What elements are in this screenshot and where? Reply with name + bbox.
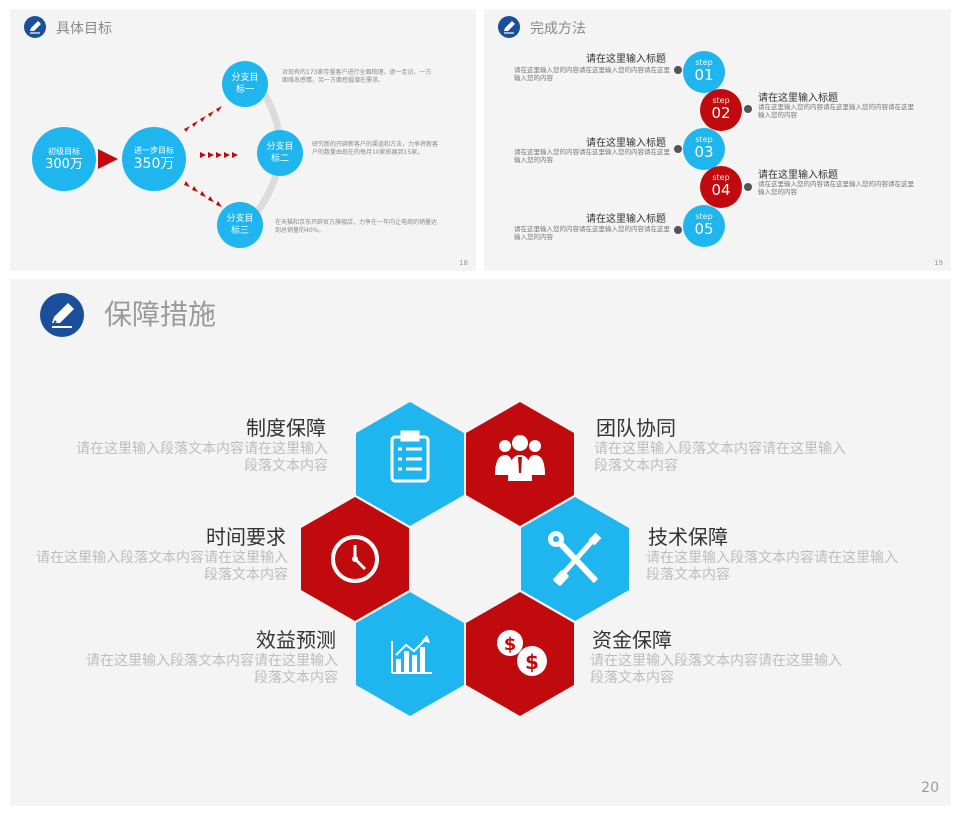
step-heading: 请在这里输入标题	[758, 93, 838, 104]
branch-goal-2: 分支目标二	[257, 130, 303, 176]
step-word: step	[712, 96, 730, 105]
step-number: 05	[694, 220, 714, 238]
branch-desc-2: 研究新的开辟新客户的渠道和方法，力争将新客户的数量由现在的每月10家拓展到15家…	[312, 141, 439, 156]
item-desc-money: 请在这里输入段落文本内容请在这里输入段落文本内容	[590, 653, 842, 686]
arrow-left-icon	[674, 145, 682, 153]
step-word: step	[695, 58, 713, 67]
hexagon-cluster: $ $	[301, 402, 629, 716]
logo-pen-icon	[24, 16, 46, 38]
step-word: step	[712, 173, 730, 182]
step-desc: 请在这里输入您的内容请在这里输入您的内容请在这里输入您的内容	[514, 148, 670, 164]
svg-text:$: $	[504, 634, 517, 655]
mid-goal-label: 进一步目标	[134, 146, 174, 155]
arrow-left-icon	[674, 226, 682, 234]
slide-19: 完成方法 请在这里输入标题 请在这里输入您的内容请在这里输入您的内容请在这里输入…	[484, 9, 951, 271]
slide-18: 具体目标 初级目标 300万 进一步目标 350万 分支目标一 分支目标二 分支…	[10, 9, 476, 271]
item-title-team: 团队协同	[596, 416, 676, 440]
item-title-clipboard: 制度保障	[246, 416, 326, 440]
step-circle-01: step 01	[683, 51, 725, 93]
mid-goal-circle: 进一步目标 350万	[122, 127, 186, 191]
tools-icon	[548, 531, 602, 586]
step-circle-02: step 02	[700, 89, 742, 131]
step-desc: 请在这里输入您的内容请在这里输入您的内容请在这里输入您的内容	[514, 66, 670, 82]
hex-chart	[356, 592, 464, 716]
item-desc-tools: 请在这里输入段落文本内容请在这里输入段落文本内容	[646, 550, 898, 583]
chart-icon	[391, 635, 432, 674]
step-heading: 请在这里输入标题	[586, 214, 666, 225]
page-number: 18	[459, 259, 468, 267]
branch-desc-3: 在天猫和京东开辟官方旗舰店，力争在一年内让电商的销量达到总销量的40%。	[275, 219, 438, 234]
logo-pen-icon	[40, 293, 84, 337]
step-circle-04: step 04	[700, 166, 742, 208]
item-title-clock: 时间要求	[206, 525, 286, 549]
step-heading: 请在这里输入标题	[586, 138, 666, 149]
branch-goal-label: 分支目标一	[231, 73, 259, 95]
item-desc-clock: 请在这里输入段落文本内容请在这里输入段落文本内容	[36, 550, 288, 583]
step-number: 03	[694, 143, 714, 161]
item-desc-team: 请在这里输入段落文本内容请在这里输入段落文本内容	[594, 441, 846, 474]
item-title-tools: 技术保障	[648, 525, 728, 549]
page-number: 19	[934, 259, 943, 267]
start-goal-circle: 初级目标 300万	[32, 127, 96, 191]
start-goal-label: 初级目标	[48, 146, 80, 156]
hex-clipboard	[356, 402, 464, 526]
step-desc: 请在这里输入您的内容请在这里输入您的内容请在这里输入您的内容	[514, 225, 670, 241]
step-word: step	[695, 212, 713, 221]
step-circle-03: step 03	[683, 128, 725, 170]
slide-title: 完成方法	[530, 21, 586, 37]
mid-goal-value: 350万	[133, 156, 175, 172]
slide-title: 保障措施	[104, 298, 217, 331]
page-number: 20	[921, 780, 939, 796]
clipboard-icon	[390, 430, 430, 483]
money-icon: $ $	[497, 630, 547, 676]
start-goal-value: 300万	[45, 156, 83, 172]
arrow-left-icon	[674, 66, 682, 74]
svg-text:$: $	[525, 650, 539, 674]
step-number: 02	[711, 104, 731, 122]
clock-icon	[331, 535, 379, 583]
slide-title: 具体目标	[56, 21, 112, 37]
team-icon	[495, 435, 545, 481]
step-desc: 请在这里输入您的内容请在这里输入您的内容请在这里输入您的内容	[758, 103, 914, 119]
branch-goal-1: 分支目标一	[222, 61, 268, 107]
slide-20: 保障措施	[10, 279, 951, 806]
step-number: 04	[711, 181, 731, 199]
arrow-right-icon	[744, 183, 752, 191]
branch-goal-label: 分支目标三	[226, 214, 254, 236]
branch-goal-3: 分支目标三	[217, 202, 263, 248]
item-title-money: 资金保障	[592, 628, 672, 652]
step-heading: 请在这里输入标题	[758, 170, 838, 181]
step-desc: 请在这里输入您的内容请在这里输入您的内容请在这里输入您的内容	[758, 180, 914, 196]
arrow-right-icon	[744, 105, 752, 113]
step-heading: 请在这里输入标题	[586, 54, 666, 65]
item-desc-chart: 请在这里输入段落文本内容请在这里输入段落文本内容	[86, 653, 338, 686]
branch-goal-label: 分支目标二	[266, 142, 294, 164]
step-number: 01	[694, 66, 714, 84]
item-title-chart: 效益预测	[256, 628, 336, 652]
step-circle-05: step 05	[683, 205, 725, 247]
logo-pen-icon	[498, 16, 520, 38]
step-word: step	[695, 135, 713, 144]
item-desc-clipboard: 请在这里输入段落文本内容请在这里输入段落文本内容	[76, 441, 328, 474]
branch-desc-1: 对现有的173家存量客户进行全面梳理，逐一走访，一方面维系感情，另一方面挖掘潜在…	[282, 69, 432, 84]
